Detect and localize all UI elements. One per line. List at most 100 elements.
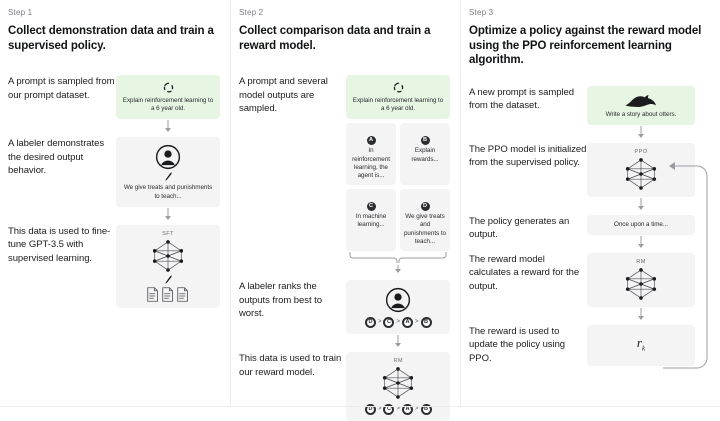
step-1-row-3: This data is used to fine-tune GPT-3.5 w…	[8, 224, 220, 308]
step-2-row-2-graphic: D > C > A > B	[346, 280, 450, 348]
step-3-row-5-graphic: rk	[587, 324, 695, 366]
generated-output-card: Once upon a time...	[587, 214, 695, 235]
rank-badge-3: A	[402, 317, 413, 329]
step-1-row-2-graphic: We give treats and punishments to teach.…	[116, 137, 220, 220]
labeler-card: We give treats and punishments to teach.…	[116, 137, 220, 207]
reward-model-card: RM	[346, 352, 450, 421]
steps-container: Step 1 Collect demonstration data and tr…	[0, 0, 720, 407]
generated-output-text: Once upon a time...	[613, 220, 668, 228]
rlhf-diagram: Step 1 Collect demonstration data and tr…	[0, 0, 720, 407]
step-2-row-3-text: This data is used to train our reward mo…	[239, 353, 342, 378]
step-3-row-1: A new prompt is sampled from the dataset…	[469, 85, 710, 139]
rank-badge-2: C	[383, 317, 395, 329]
step-2-row-1: A prompt and several model outputs are s…	[239, 75, 450, 274]
step-3-column: Step 3 Optimize a policy against the rew…	[460, 0, 720, 407]
prompt-card: Explain reinforcement learning to a 6 ye…	[346, 75, 450, 120]
output-card-a-text: In reinforcement learning, the agent is.…	[352, 147, 390, 180]
step-2-row-3: This data is used to train our reward mo…	[239, 352, 450, 421]
new-prompt-card: Write a story about otters.	[587, 85, 695, 125]
rank-badge-4: B	[420, 317, 432, 329]
step-1-row-3-graphic: SFT	[116, 224, 220, 308]
loop-icon	[393, 82, 403, 93]
documents-icon	[147, 287, 188, 302]
step-1-row-2: A labeler demonstrates the desired outpu…	[8, 137, 220, 220]
step-2-row-3-graphic: RM	[346, 352, 450, 421]
ranking-card: D > C > A > B	[346, 280, 450, 335]
arrow-down	[116, 119, 220, 133]
step-3-row-2: The PPO model is initialized from the su…	[469, 142, 710, 211]
step-3-title: Optimize a policy against the reward mod…	[469, 25, 702, 66]
ranking-row: D > C > A > B	[351, 317, 445, 329]
step-3-row-3-graphic: Once upon a time...	[587, 214, 695, 249]
step-3-row-4: The reward model calculates a reward for…	[469, 252, 710, 321]
output-badge-b: B	[420, 136, 430, 146]
output-card-b-text: Explain rewards...	[411, 147, 439, 163]
prompt-card-text: Explain reinforcement learning to a 6 ye…	[122, 97, 214, 113]
rank-gt: >	[415, 319, 419, 326]
new-prompt-card-text: Write a story about otters.	[605, 110, 677, 118]
step-1-label: Step 1	[8, 8, 33, 17]
output-badge-a: A	[366, 136, 376, 146]
rank-badge-1: D	[364, 317, 376, 329]
labeler-card-text: We give treats and punishments to teach.…	[123, 184, 213, 200]
step-3-row-1-graphic: Write a story about otters.	[587, 85, 695, 139]
reward-model-card: RM	[587, 252, 695, 307]
step-3-row-5: The reward is used to update the policy …	[469, 324, 710, 366]
arrow-down	[587, 235, 695, 249]
neural-network-icon	[383, 367, 414, 399]
arrow-down	[587, 125, 695, 139]
otter-icon	[625, 94, 656, 107]
neural-network-icon	[625, 157, 657, 190]
step-3-row-2-graphic: PPO	[587, 142, 695, 211]
step-3-label: Step 3	[469, 8, 494, 17]
loop-icon	[163, 82, 173, 93]
output-card-b: B Explain rewards...	[400, 123, 450, 186]
brace-icon	[349, 252, 447, 264]
reward-value-card: rk	[587, 324, 695, 366]
step-2-title: Collect comparison data and train a rewa…	[239, 25, 431, 52]
step-2-label: Step 2	[239, 8, 264, 17]
step-3-row-1-text: A new prompt is sampled from the dataset…	[469, 86, 574, 112]
output-card-c-text: In machine learning...	[355, 213, 387, 229]
arrow-down	[346, 264, 450, 274]
step-3-row-5-text: The reward is used to update the policy …	[469, 325, 566, 364]
step-3-row-3: The policy generates an output. Once upo…	[469, 214, 710, 249]
step-1-row-1-text: A prompt is sampled from our prompt data…	[8, 76, 115, 101]
arrow-down	[587, 197, 695, 211]
step-2-row-1-graphic: Explain reinforcement learning to a 6 ye…	[346, 75, 450, 274]
step-1-row-1-graphic: Explain reinforcement learning to a 6 ye…	[116, 75, 220, 133]
prompt-card-text: Explain reinforcement learning to a 6 ye…	[352, 97, 444, 113]
step-3-row-4-text: The reward model calculates a reward for…	[469, 253, 580, 292]
arrow-down	[346, 334, 450, 348]
output-card-a: A In reinforcement learning, the agent i…	[346, 123, 396, 186]
rm-tag: RM	[393, 358, 403, 365]
rank-gt: >	[377, 319, 382, 326]
output-badge-d: D	[420, 202, 430, 212]
person-icon	[155, 145, 181, 170]
step-1-row-3-text: This data is used to fine-tune GPT-3.5 w…	[8, 225, 111, 264]
ppo-model-card: PPO	[587, 142, 695, 197]
output-card-c: C In machine learning...	[346, 189, 396, 252]
reward-formula: rk	[636, 334, 645, 353]
step-1-column: Step 1 Collect demonstration data and tr…	[0, 0, 230, 407]
step-1-row-2-text: A labeler demonstrates the desired outpu…	[8, 138, 105, 177]
sft-card: SFT	[116, 224, 220, 308]
rank-gt: >	[396, 319, 400, 326]
neural-network-icon	[152, 239, 184, 272]
step-2-row-2-text: A labeler ranks the outputs from best to…	[239, 281, 322, 320]
pen-icon	[164, 274, 172, 284]
reward-symbol: r	[636, 334, 642, 350]
arrow-down	[587, 307, 695, 321]
step-2-column: Step 2 Collect comparison data and train…	[230, 0, 460, 421]
pen-icon	[164, 172, 172, 181]
rm-tag: RM	[636, 258, 646, 265]
output-card-d-text: We give treats and punishments to teach.…	[403, 213, 446, 245]
arrow-down	[116, 207, 220, 221]
neural-network-icon	[625, 268, 657, 300]
output-card-d: D We give treats and punishments to teac…	[400, 189, 450, 252]
person-icon	[386, 287, 411, 313]
step-3-row-2-text: The PPO model is initialized from the su…	[469, 143, 587, 169]
step-2-row-2: A labeler ranks the outputs from best to…	[239, 280, 450, 348]
step-1-title: Collect demonstration data and train a s…	[8, 25, 214, 52]
merge-brace	[346, 251, 450, 264]
